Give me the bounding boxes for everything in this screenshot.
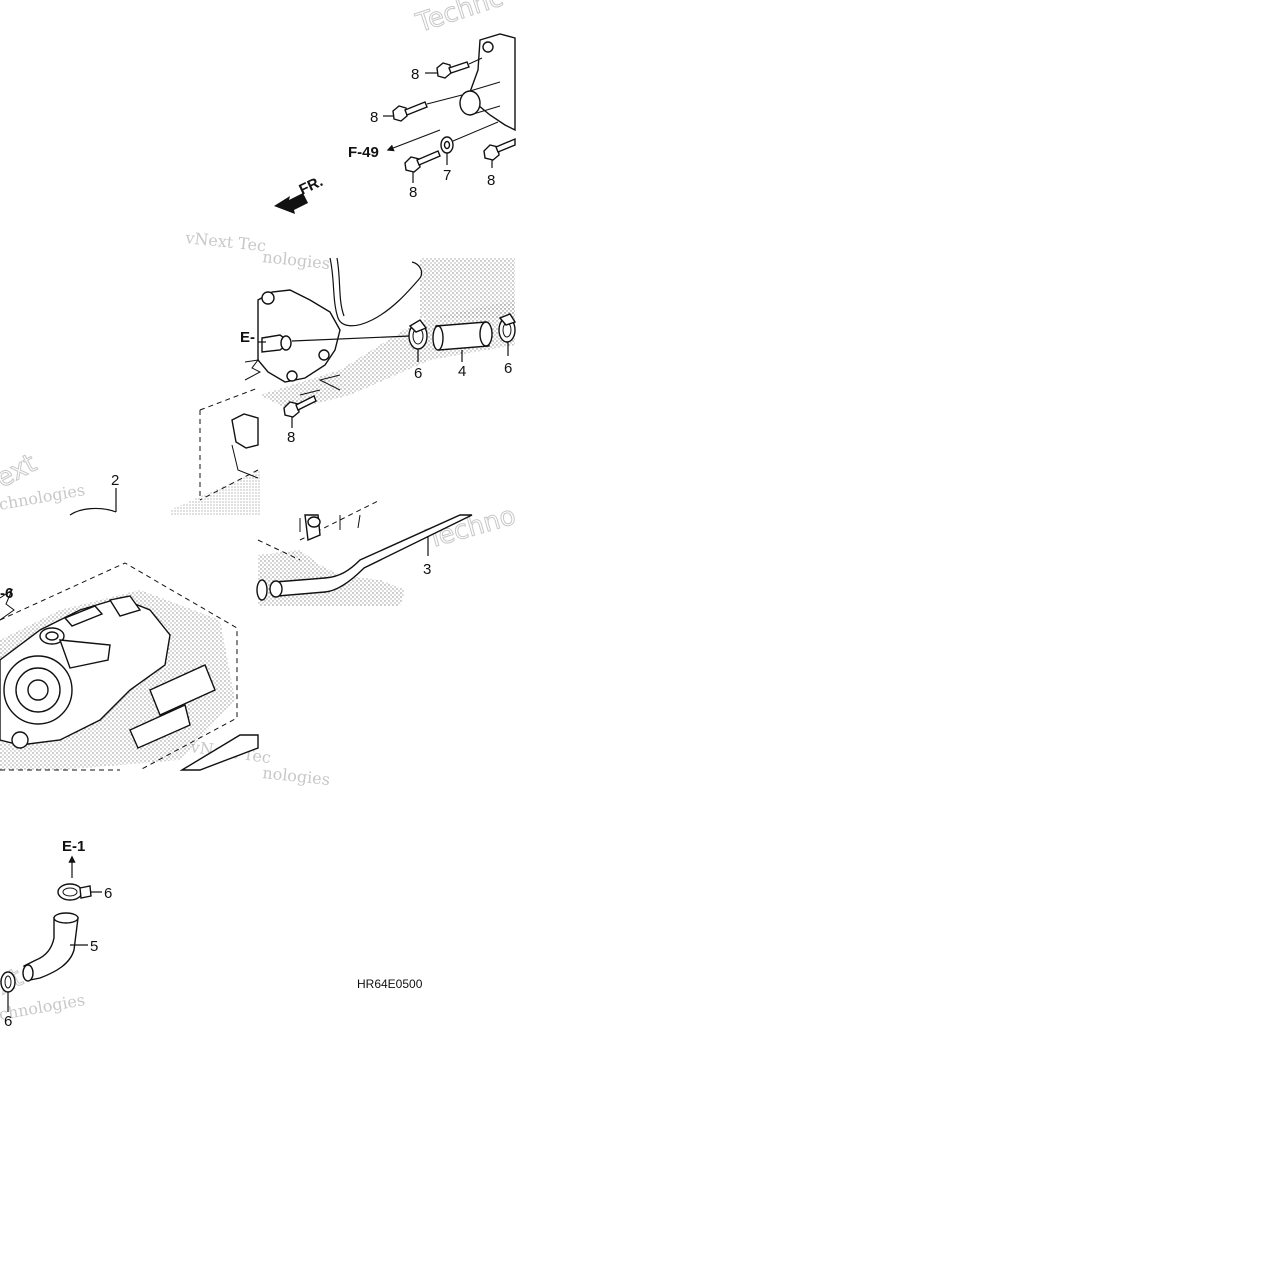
diagram-code: HR64E0500 — [357, 977, 423, 991]
water-hose-short — [432, 321, 493, 362]
callout-label: 4 — [458, 363, 466, 380]
callout-label: 8 — [411, 66, 419, 83]
panel-water-pipe: 3 — [256, 499, 473, 606]
reference-label: E-1 — [62, 838, 85, 855]
water-pump-impeller — [27, 679, 49, 701]
reference-label: E- — [240, 329, 255, 346]
panel-thermostat-housing: 8 8 F-49 8 7 — [274, 33, 516, 214]
pump-cover-gasket — [329, 257, 423, 327]
water-pump-cover — [257, 289, 341, 383]
flange-bolt — [483, 137, 516, 168]
callout-label: 6 — [4, 1013, 12, 1030]
watermark-text: vNext Tec — [184, 228, 267, 255]
callout-label: 8 — [409, 184, 417, 201]
callout-label: 2 — [111, 472, 119, 489]
hose-clamp — [498, 313, 517, 356]
callout-label: 7 — [443, 167, 451, 184]
callout-label: 6 — [104, 885, 112, 902]
panel-bent-hose: E-1 6 5 6 — [0, 838, 112, 1030]
flange-bolt — [404, 150, 441, 183]
panel-engine-case: -6 — [0, 562, 259, 771]
reference-label: -6 — [0, 585, 13, 602]
watermark-text: nologies — [262, 247, 331, 273]
water-pipe — [274, 514, 473, 597]
reference-label: F-49 — [348, 144, 379, 161]
reference-arrow — [386, 129, 441, 152]
o-ring-gasket — [69, 488, 117, 516]
callout-label: 3 — [423, 561, 431, 578]
callout-label: 8 — [487, 172, 495, 189]
watermark-text: Technc — [412, 0, 507, 39]
front-direction-arrow — [274, 193, 308, 214]
watermark-text: ext — [0, 448, 42, 494]
hose-clamp — [57, 883, 102, 901]
callout-label: 5 — [90, 938, 98, 955]
hose-clamp — [256, 579, 268, 601]
hose-clamp — [0, 971, 16, 1012]
hose-clamp — [408, 319, 428, 362]
callout-label: 6 — [504, 360, 512, 377]
housing-outlet-pipe — [459, 90, 481, 116]
flange-bolt — [383, 94, 463, 122]
callout-label: 8 — [370, 109, 378, 126]
flange-bolt — [283, 395, 317, 428]
sealing-washer — [440, 121, 499, 165]
watermark-text: nologies — [262, 763, 331, 789]
direction-label: FR. — [297, 173, 326, 199]
callout-label: 8 — [287, 429, 295, 446]
flange-bolt — [425, 57, 483, 79]
panel-pump-cover: E- 6 4 6 — [170, 257, 517, 515]
callout-label: 6 — [414, 365, 422, 382]
